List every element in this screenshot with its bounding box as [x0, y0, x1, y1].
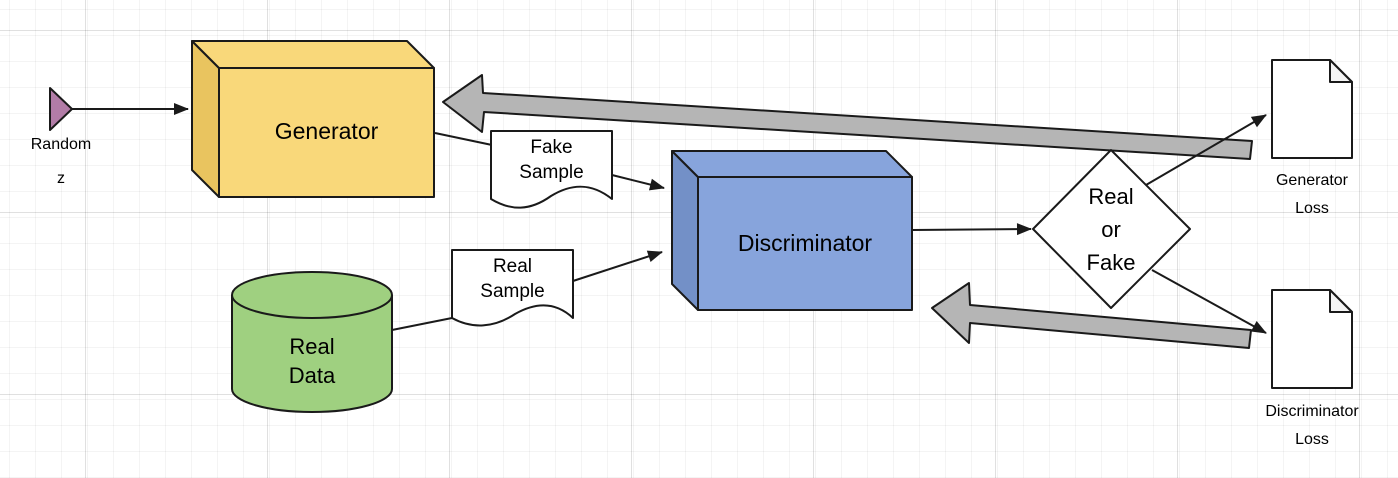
real-data-cylinder[interactable]	[231, 271, 393, 413]
generator-loss-note-fold	[1329, 59, 1353, 83]
real-data-to-real-sample-connector[interactable]	[391, 317, 453, 331]
real-data-cylinder-body[interactable]	[231, 295, 393, 413]
generator-loss-note[interactable]	[1271, 59, 1353, 159]
decision-diamond[interactable]	[1032, 149, 1191, 309]
generator-to-fake-sample-connector[interactable]	[434, 132, 493, 146]
fake-sample-to-discriminator-arrow[interactable]	[611, 174, 665, 191]
fake-sample-document[interactable]	[490, 130, 613, 209]
discriminator-feedback-arrow[interactable]	[931, 282, 1252, 349]
decision-to-generator-loss-arrow[interactable]	[1145, 114, 1267, 186]
discriminator-box-top-face[interactable]	[671, 150, 913, 178]
generator-box[interactable]	[191, 40, 435, 198]
discriminator-loss-note[interactable]	[1271, 289, 1353, 389]
generator-loss-note-body[interactable]	[1271, 59, 1353, 159]
real-sample-document[interactable]	[451, 249, 574, 327]
generator-box-top-face[interactable]	[191, 40, 435, 69]
discriminator-loss-note-fold	[1329, 289, 1353, 313]
generator-box-front-face[interactable]	[218, 67, 435, 198]
discriminator-box-front-face[interactable]	[697, 176, 913, 311]
discriminator-box[interactable]	[671, 150, 913, 311]
generator-feedback-arrow[interactable]	[442, 74, 1253, 160]
real-data-cylinder-top[interactable]	[231, 271, 393, 319]
real-sample-to-discriminator-arrow[interactable]	[572, 250, 663, 282]
discriminator-box-side-face[interactable]	[671, 150, 699, 311]
random-noise-triangle[interactable]	[49, 87, 73, 131]
discriminator-to-decision-arrow[interactable]	[911, 223, 1032, 236]
discriminator-loss-note-body[interactable]	[1271, 289, 1353, 389]
decision-to-discriminator-loss-arrow[interactable]	[1151, 269, 1267, 334]
